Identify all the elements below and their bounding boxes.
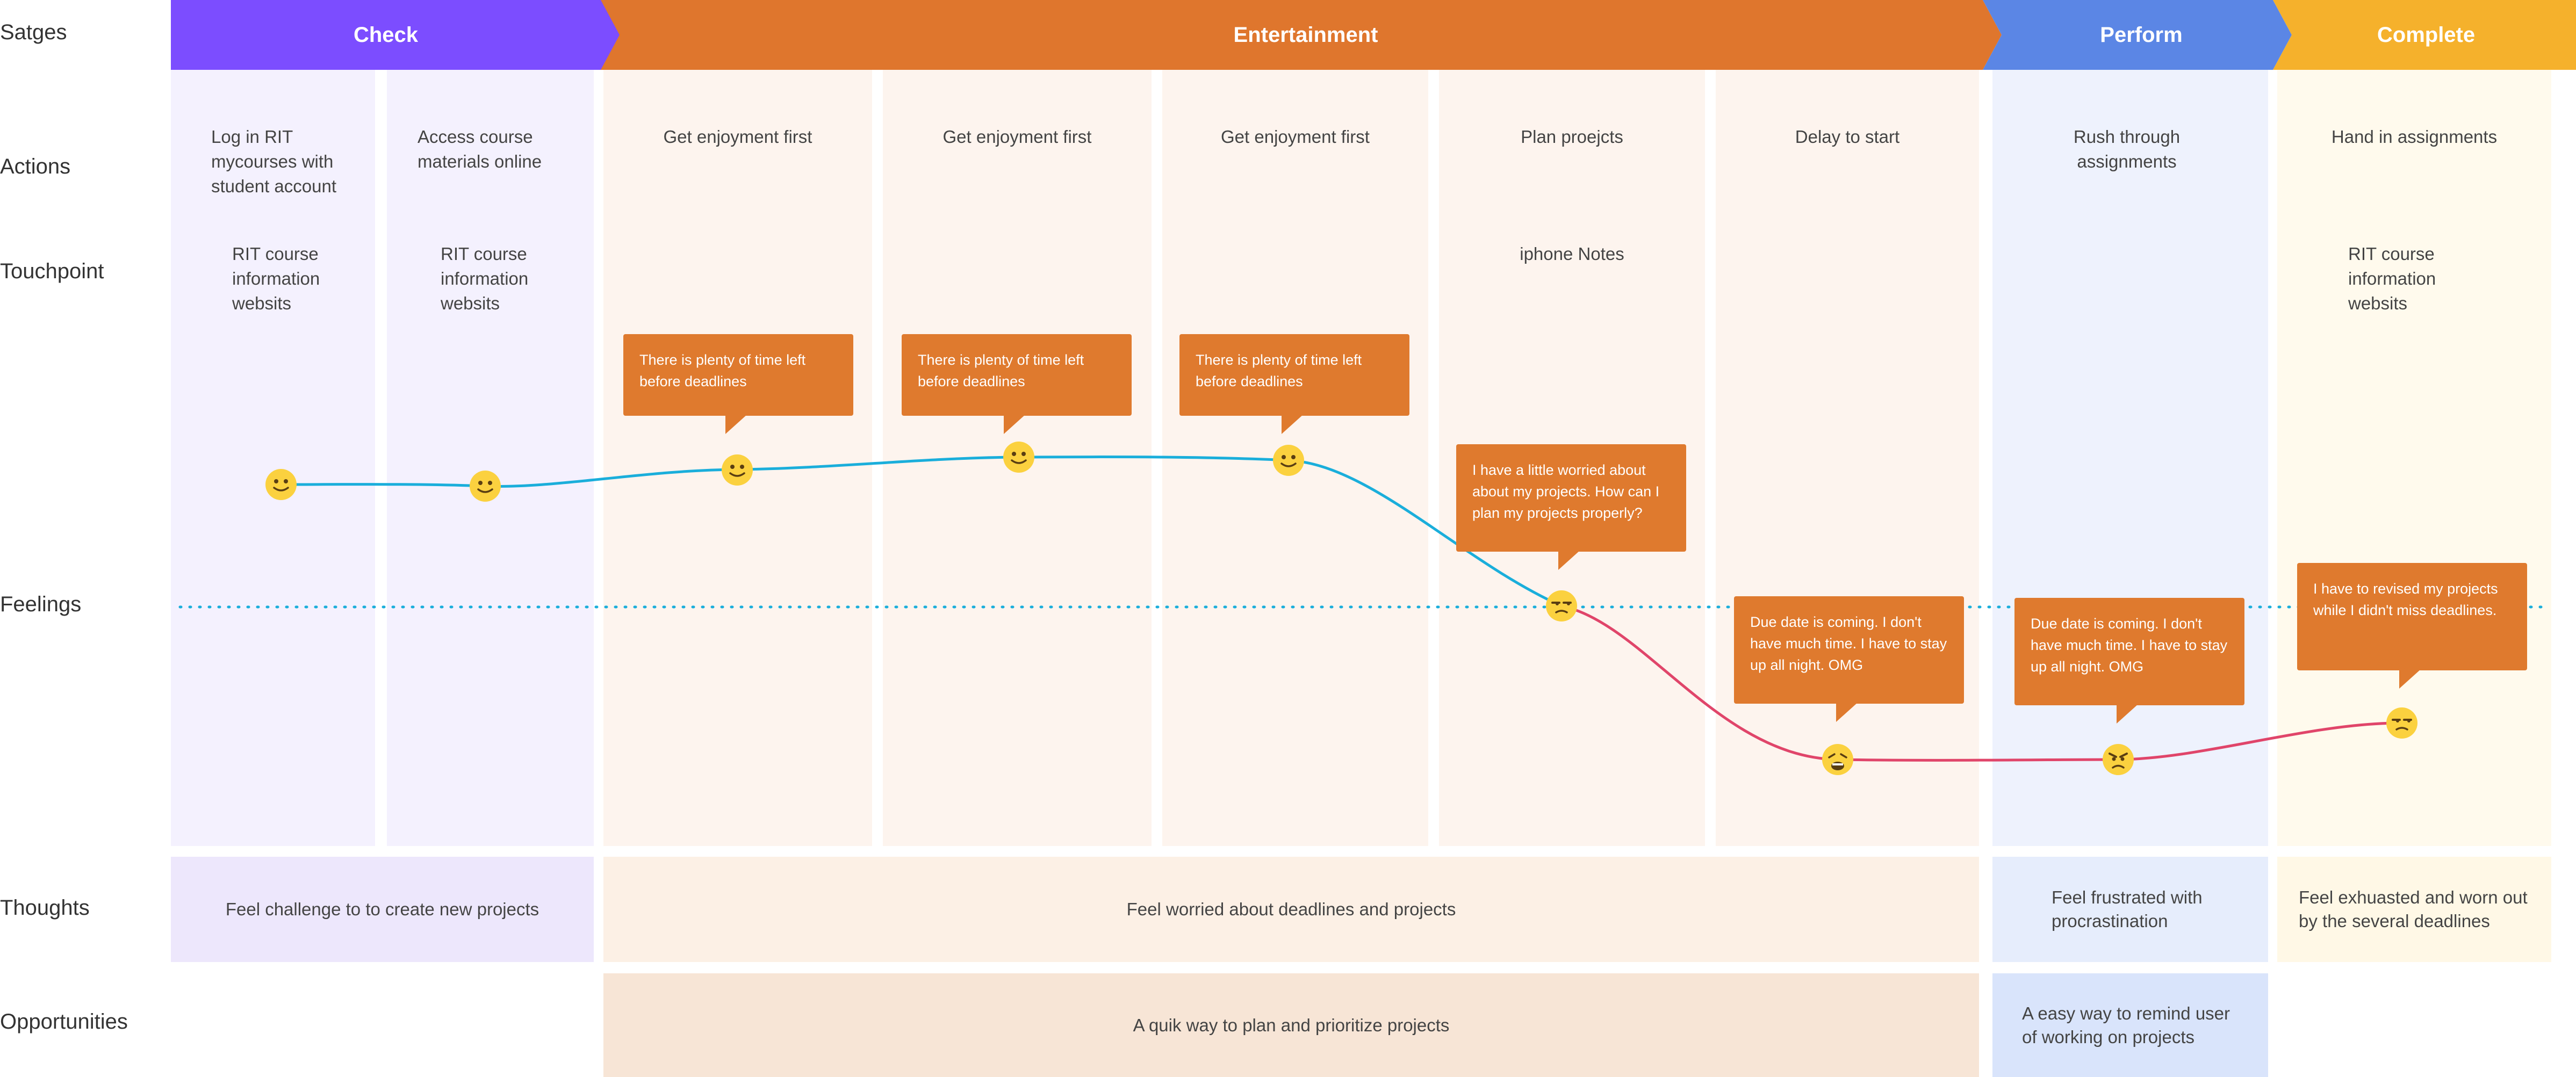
weary-face-icon <box>1822 744 1853 775</box>
action-cell: Access course materials online <box>418 127 542 171</box>
bubble-tail <box>1282 415 1303 434</box>
feeling-bubble-text: There is plenty of time left before dead… <box>1196 352 1362 389</box>
smile-face-icon <box>1273 445 1304 476</box>
unamused-face-icon <box>2386 707 2417 739</box>
stage-arrow-perform <box>1983 0 2292 70</box>
action-cell: Get enjoyment first <box>942 127 1092 147</box>
feeling-bubble-text: There is plenty of time left before dead… <box>918 352 1084 389</box>
smile-face-icon <box>265 469 297 500</box>
row-label-thoughts: Thoughts <box>0 896 90 920</box>
action-cell: Delay to start <box>1795 127 1900 147</box>
feeling-bubble: I have to revised my projects while I di… <box>2297 563 2527 689</box>
stage-arrow-entertainment <box>601 0 2002 70</box>
action-cell: Log in RIT mycourses with student accoun… <box>211 127 336 196</box>
smile-face-icon <box>470 471 501 502</box>
bubble-tail <box>2399 669 2421 689</box>
touchpoint-cell: RIT course information websits <box>441 244 529 313</box>
smile-face-icon <box>1003 442 1034 473</box>
feeling-bubble: There is plenty of time left before dead… <box>1179 334 1409 434</box>
action-cell: Get enjoyment first <box>663 127 812 147</box>
thought-complete: Feel exhuasted and worn out by the sever… <box>2277 857 2551 962</box>
stage-entertainment-label: Entertainment <box>1233 23 1378 47</box>
feeling-bubble: Due date is coming. I don't have much ti… <box>1734 596 1964 722</box>
feeling-bubble-text: Due date is coming. I don't have much ti… <box>1750 614 1947 673</box>
row-label-opportunities: Opportunities <box>0 1010 128 1033</box>
thought-perform: Feel frustrated with procrastination <box>1992 857 2268 962</box>
feeling-bubble-text: Due date is coming. I don't have much ti… <box>2031 616 2228 675</box>
feeling-bubble-text: There is plenty of time left before dead… <box>639 352 806 389</box>
feeling-bubble-text: I have a little worried about about my p… <box>1472 462 1660 521</box>
row-label-actions: Actions <box>0 155 71 178</box>
row-label-stages: Satges <box>0 20 67 44</box>
stage-arrow-check <box>171 0 621 70</box>
action-cell: Get enjoyment first <box>1221 127 1370 147</box>
thought-check: Feel challenge to to create new projects <box>171 857 594 962</box>
thought-entertainment: Feel worried about deadlines and project… <box>603 857 1979 962</box>
feeling-bubble: There is plenty of time left before dead… <box>902 334 1132 434</box>
bubble-tail <box>1558 551 1580 570</box>
feeling-bubble: Due date is coming. I don't have much ti… <box>2014 598 2244 724</box>
negative-feeling-line <box>1561 604 2402 762</box>
opportunity-perform: A easy way to remind user of working on … <box>1992 973 2268 1077</box>
opportunity-entertainment: A quik way to plan and prioritize projec… <box>603 973 1979 1077</box>
feeling-bubble: I have a little worried about about my p… <box>1456 444 1686 570</box>
column-bg-check-1 <box>171 70 375 846</box>
feeling-bubble: There is plenty of time left before dead… <box>623 334 853 434</box>
action-cell: Rush through assignments <box>2073 127 2181 171</box>
feeling-bubble-text: I have to revised my projects while I di… <box>2313 581 2498 618</box>
row-label-feelings: Feelings <box>0 592 82 616</box>
unamused-face-icon <box>1546 590 1577 621</box>
stage-check-label: Check <box>353 23 419 47</box>
bubble-tail <box>725 415 747 434</box>
action-cell: Hand in assignments <box>2331 127 2498 147</box>
stage-arrow-complete <box>2273 0 2576 70</box>
stage-perform-label: Perform <box>2100 23 2183 47</box>
touchpoint-cell: RIT course information websits <box>2348 244 2436 313</box>
bubble-tail <box>2117 704 2138 724</box>
bubble-tail <box>1836 703 1858 722</box>
stage-arrows <box>171 0 2576 70</box>
stage-complete-label: Complete <box>2377 23 2476 47</box>
smile-face-icon <box>722 454 753 486</box>
row-label-touchpoint: Touchpoint <box>0 259 104 283</box>
column-bg-check-2 <box>387 70 594 846</box>
touchpoint-cell: iphone Notes <box>1520 244 1624 264</box>
angry-face-icon <box>2103 744 2134 775</box>
action-cell: Plan proejcts <box>1521 127 1623 147</box>
bubble-tail <box>1004 415 1025 434</box>
touchpoint-cell: RIT course information websits <box>232 244 320 313</box>
